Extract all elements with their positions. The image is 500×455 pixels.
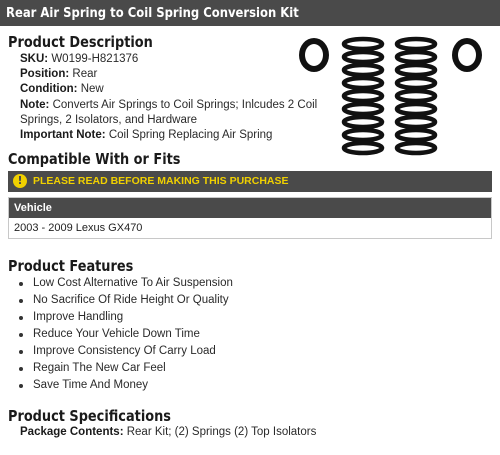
note-value-1: Converts Air Springs to Coil Springs; In… bbox=[52, 99, 318, 111]
product-image bbox=[299, 36, 482, 156]
feature-item: Regain The New Car Feel bbox=[19, 361, 233, 378]
compatible-heading: Compatible With or Fits bbox=[8, 150, 181, 168]
purchase-warning-banner: ! PLEASE READ BEFORE MAKING THIS PURCHAS… bbox=[8, 171, 492, 192]
feature-item: Improve Handling bbox=[19, 310, 233, 327]
package-contents-line: Package Contents: Rear Kit; (2) Springs … bbox=[20, 425, 316, 440]
sku-value: W0199-H821376 bbox=[51, 53, 139, 65]
position-label: Position: bbox=[20, 68, 70, 80]
feature-item: Save Time And Money bbox=[19, 378, 233, 395]
sku-line: SKU: W0199-H821376 bbox=[20, 52, 138, 67]
title-bar: Rear Air Spring to Coil Spring Conversio… bbox=[0, 0, 500, 26]
note-line: Note: Converts Air Springs to Coil Sprin… bbox=[20, 98, 317, 113]
condition-label: Condition: bbox=[20, 83, 78, 95]
position-value: Rear bbox=[72, 68, 98, 80]
important-note-label: Important Note: bbox=[20, 129, 106, 141]
product-description-heading: Product Description bbox=[8, 33, 153, 51]
right-isolator bbox=[452, 38, 482, 72]
condition-value: New bbox=[80, 83, 104, 95]
product-specifications-heading: Product Specifications bbox=[8, 407, 171, 425]
left-coil-spring bbox=[341, 36, 385, 156]
vehicle-row: 2003 - 2009 Lexus GX470 bbox=[14, 222, 143, 234]
feature-item: Reduce Your Vehicle Down Time bbox=[19, 327, 233, 344]
note-line-2: Springs, 2 Isolators, and Hardware bbox=[20, 113, 197, 128]
vehicle-column-header: Vehicle bbox=[9, 198, 491, 218]
features-list: Low Cost Alternative To Air Suspension N… bbox=[19, 276, 233, 395]
left-isolator bbox=[299, 38, 329, 72]
warning-circle-icon: ! bbox=[13, 174, 27, 188]
condition-line: Condition: New bbox=[20, 82, 104, 97]
product-features-heading: Product Features bbox=[8, 257, 134, 275]
package-contents-label: Package Contents: bbox=[20, 426, 124, 438]
feature-item: No Sacrifice Of Ride Height Or Quality bbox=[19, 293, 233, 310]
position-line: Position: Rear bbox=[20, 67, 97, 82]
note-value-2: Springs, 2 Isolators, and Hardware bbox=[20, 114, 198, 126]
sku-label: SKU: bbox=[20, 53, 49, 65]
package-contents-value: Rear Kit; (2) Springs (2) Top Isolators bbox=[126, 426, 317, 438]
feature-item: Low Cost Alternative To Air Suspension bbox=[19, 276, 233, 293]
note-label: Note: bbox=[20, 99, 50, 111]
purchase-warning-text: PLEASE READ BEFORE MAKING THIS PURCHASE bbox=[33, 175, 289, 187]
right-coil-spring bbox=[394, 36, 438, 156]
important-note-value: Coil Spring Replacing Air Spring bbox=[108, 129, 273, 141]
page-title: Rear Air Spring to Coil Spring Conversio… bbox=[6, 5, 299, 21]
feature-item: Improve Consistency Of Carry Load bbox=[19, 344, 233, 361]
vehicle-table: Vehicle 2003 - 2009 Lexus GX470 bbox=[8, 197, 492, 239]
important-note-line: Important Note: Coil Spring Replacing Ai… bbox=[20, 128, 272, 143]
